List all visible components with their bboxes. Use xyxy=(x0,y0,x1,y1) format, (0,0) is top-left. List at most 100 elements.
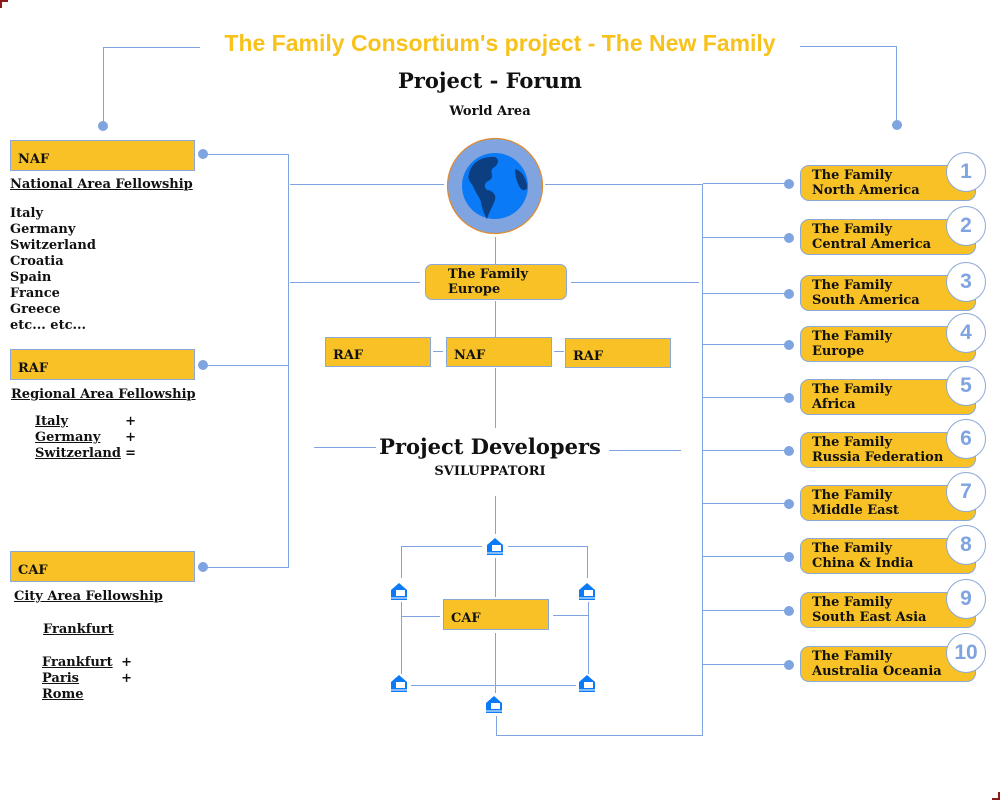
caf-city-list: Frankfurt+ Paris+ Rome xyxy=(42,655,132,703)
family-line1: The Family xyxy=(812,541,893,556)
connector-dot xyxy=(784,606,794,616)
connector xyxy=(495,633,496,693)
family-line1: The Family xyxy=(812,488,893,503)
connector-dot xyxy=(198,562,208,572)
connector xyxy=(495,237,496,264)
list-item: Italy xyxy=(10,206,44,221)
connector-dot xyxy=(198,360,208,370)
connector xyxy=(703,344,788,345)
family-region-name: Middle East xyxy=(812,503,899,518)
connector xyxy=(703,610,788,611)
connector xyxy=(433,351,443,352)
connector xyxy=(703,664,788,665)
developers-subtitle: SVILUPPATORI xyxy=(434,464,546,479)
connector xyxy=(703,397,788,398)
connector-dot xyxy=(784,446,794,456)
family-line1: The Family xyxy=(812,595,893,610)
forum-title: Project - Forum xyxy=(398,68,582,93)
family-region-name: Central America xyxy=(812,237,932,252)
family-line1: The Family xyxy=(812,222,893,237)
connector xyxy=(205,567,289,568)
list-item: Switzerland xyxy=(10,238,96,253)
family-region-name: South America xyxy=(812,293,920,308)
list-item: Italy+ xyxy=(35,414,136,429)
raf-heading: Regional Area Fellowship xyxy=(11,387,196,402)
family-line1: The Family xyxy=(812,168,893,183)
region-number-badge: 6 xyxy=(946,419,986,459)
home-network-icon[interactable] xyxy=(388,672,410,694)
connector-dot xyxy=(784,393,794,403)
connector xyxy=(495,301,496,337)
home-network-icon[interactable] xyxy=(484,535,506,557)
connector xyxy=(545,184,702,185)
connector xyxy=(703,293,788,294)
family-line1: The Family xyxy=(812,382,893,397)
connector xyxy=(508,546,588,547)
connector xyxy=(703,503,788,504)
caf-box[interactable]: CAF xyxy=(443,599,549,630)
caf-box[interactable]: CAF xyxy=(10,551,195,582)
caf-heading: City Area Fellowship xyxy=(14,589,163,604)
globe-icon[interactable] xyxy=(445,136,545,236)
region-number-badge: 2 xyxy=(946,206,986,246)
frame-corner xyxy=(0,0,8,8)
caf-city: Frankfurt xyxy=(43,622,114,637)
connector xyxy=(609,450,681,451)
raf-label: RAF xyxy=(18,361,49,376)
home-network-icon[interactable] xyxy=(576,672,598,694)
family-region-name: Africa xyxy=(812,397,856,412)
family-region-name: Australia Oceania xyxy=(812,664,942,679)
home-network-icon[interactable] xyxy=(576,580,598,602)
family-europe-box[interactable]: The Family Europe xyxy=(425,264,567,300)
home-network-icon[interactable] xyxy=(388,580,410,602)
connector-dot xyxy=(784,233,794,243)
raf-box[interactable]: RAF xyxy=(565,338,671,368)
connector xyxy=(290,184,444,185)
family-line1: The Family xyxy=(812,649,893,664)
list-item: Germany xyxy=(10,222,76,237)
list-item: Greece xyxy=(10,302,61,317)
raf-region-list: Italy+ Germany+ Switzerland= xyxy=(35,414,136,462)
region-number-badge: 10 xyxy=(946,633,986,673)
connector xyxy=(703,450,788,451)
family-region-name: China & India xyxy=(812,556,914,571)
family-region-name: Europe xyxy=(812,344,865,359)
list-item: Spain xyxy=(10,270,52,285)
family-region-name: Russia Federation xyxy=(812,450,944,465)
raf-box[interactable]: RAF xyxy=(10,349,195,380)
connector xyxy=(495,496,496,534)
connector xyxy=(896,46,897,124)
connector xyxy=(571,282,699,283)
connector xyxy=(800,46,897,47)
connector xyxy=(401,602,402,674)
connector xyxy=(288,154,289,567)
region-number-badge: 1 xyxy=(946,152,986,192)
connector xyxy=(703,237,788,238)
connector-dot xyxy=(784,552,794,562)
list-item: Paris+ xyxy=(42,671,132,686)
region-number-badge: 9 xyxy=(946,579,986,619)
naf-box[interactable]: NAF xyxy=(446,337,552,367)
naf-country-list: Italy Germany Switzerland Croatia Spain … xyxy=(10,206,96,334)
naf-heading: National Area Fellowship xyxy=(10,177,193,192)
list-item: Frankfurt+ xyxy=(42,655,132,670)
list-item: Switzerland= xyxy=(35,446,136,461)
region-number-badge: 7 xyxy=(946,472,986,512)
region-number-badge: 5 xyxy=(946,366,986,406)
connector-dot xyxy=(784,660,794,670)
naf-box[interactable]: NAF xyxy=(10,140,195,171)
raf-box[interactable]: RAF xyxy=(325,337,431,367)
connector xyxy=(703,183,788,184)
connector xyxy=(103,47,200,48)
connector-dot xyxy=(784,289,794,299)
connector xyxy=(401,616,440,617)
connector xyxy=(702,184,703,736)
europe-line1: The Family xyxy=(448,267,529,282)
home-network-icon[interactable] xyxy=(483,693,505,715)
connector-dot xyxy=(198,149,208,159)
naf-label: NAF xyxy=(454,348,486,363)
family-line1: The Family xyxy=(812,329,893,344)
